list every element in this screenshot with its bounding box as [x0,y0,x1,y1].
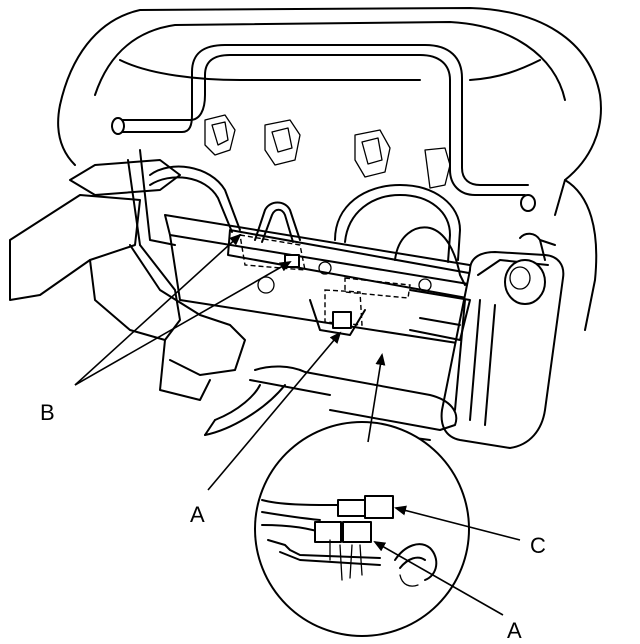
detail-pointer [367,353,386,443]
callout-b: B [40,400,55,425]
seat-frame-tube [111,44,536,212]
floor-rail [204,289,471,456]
leaders [74,233,521,616]
leader-b-2 [74,261,292,386]
leader-c [394,505,521,541]
callout-a-lower: A [507,618,522,643]
clip-holder [314,521,342,543]
seat-springs [204,114,451,189]
right-side-cover [440,232,565,449]
wire-harness [149,165,466,286]
callout-a-upper: A [190,502,205,527]
left-seat-rail [9,149,246,401]
connector-c [364,495,394,519]
leader-b-1 [74,233,242,386]
detail-magnifier [254,421,470,637]
callout-c: C [530,533,546,558]
leader-a-lower [373,541,504,616]
connector-a-body [337,499,369,517]
connector-a-detail [342,521,372,543]
leader-a-upper [207,331,342,491]
seat-cushion [57,7,602,331]
